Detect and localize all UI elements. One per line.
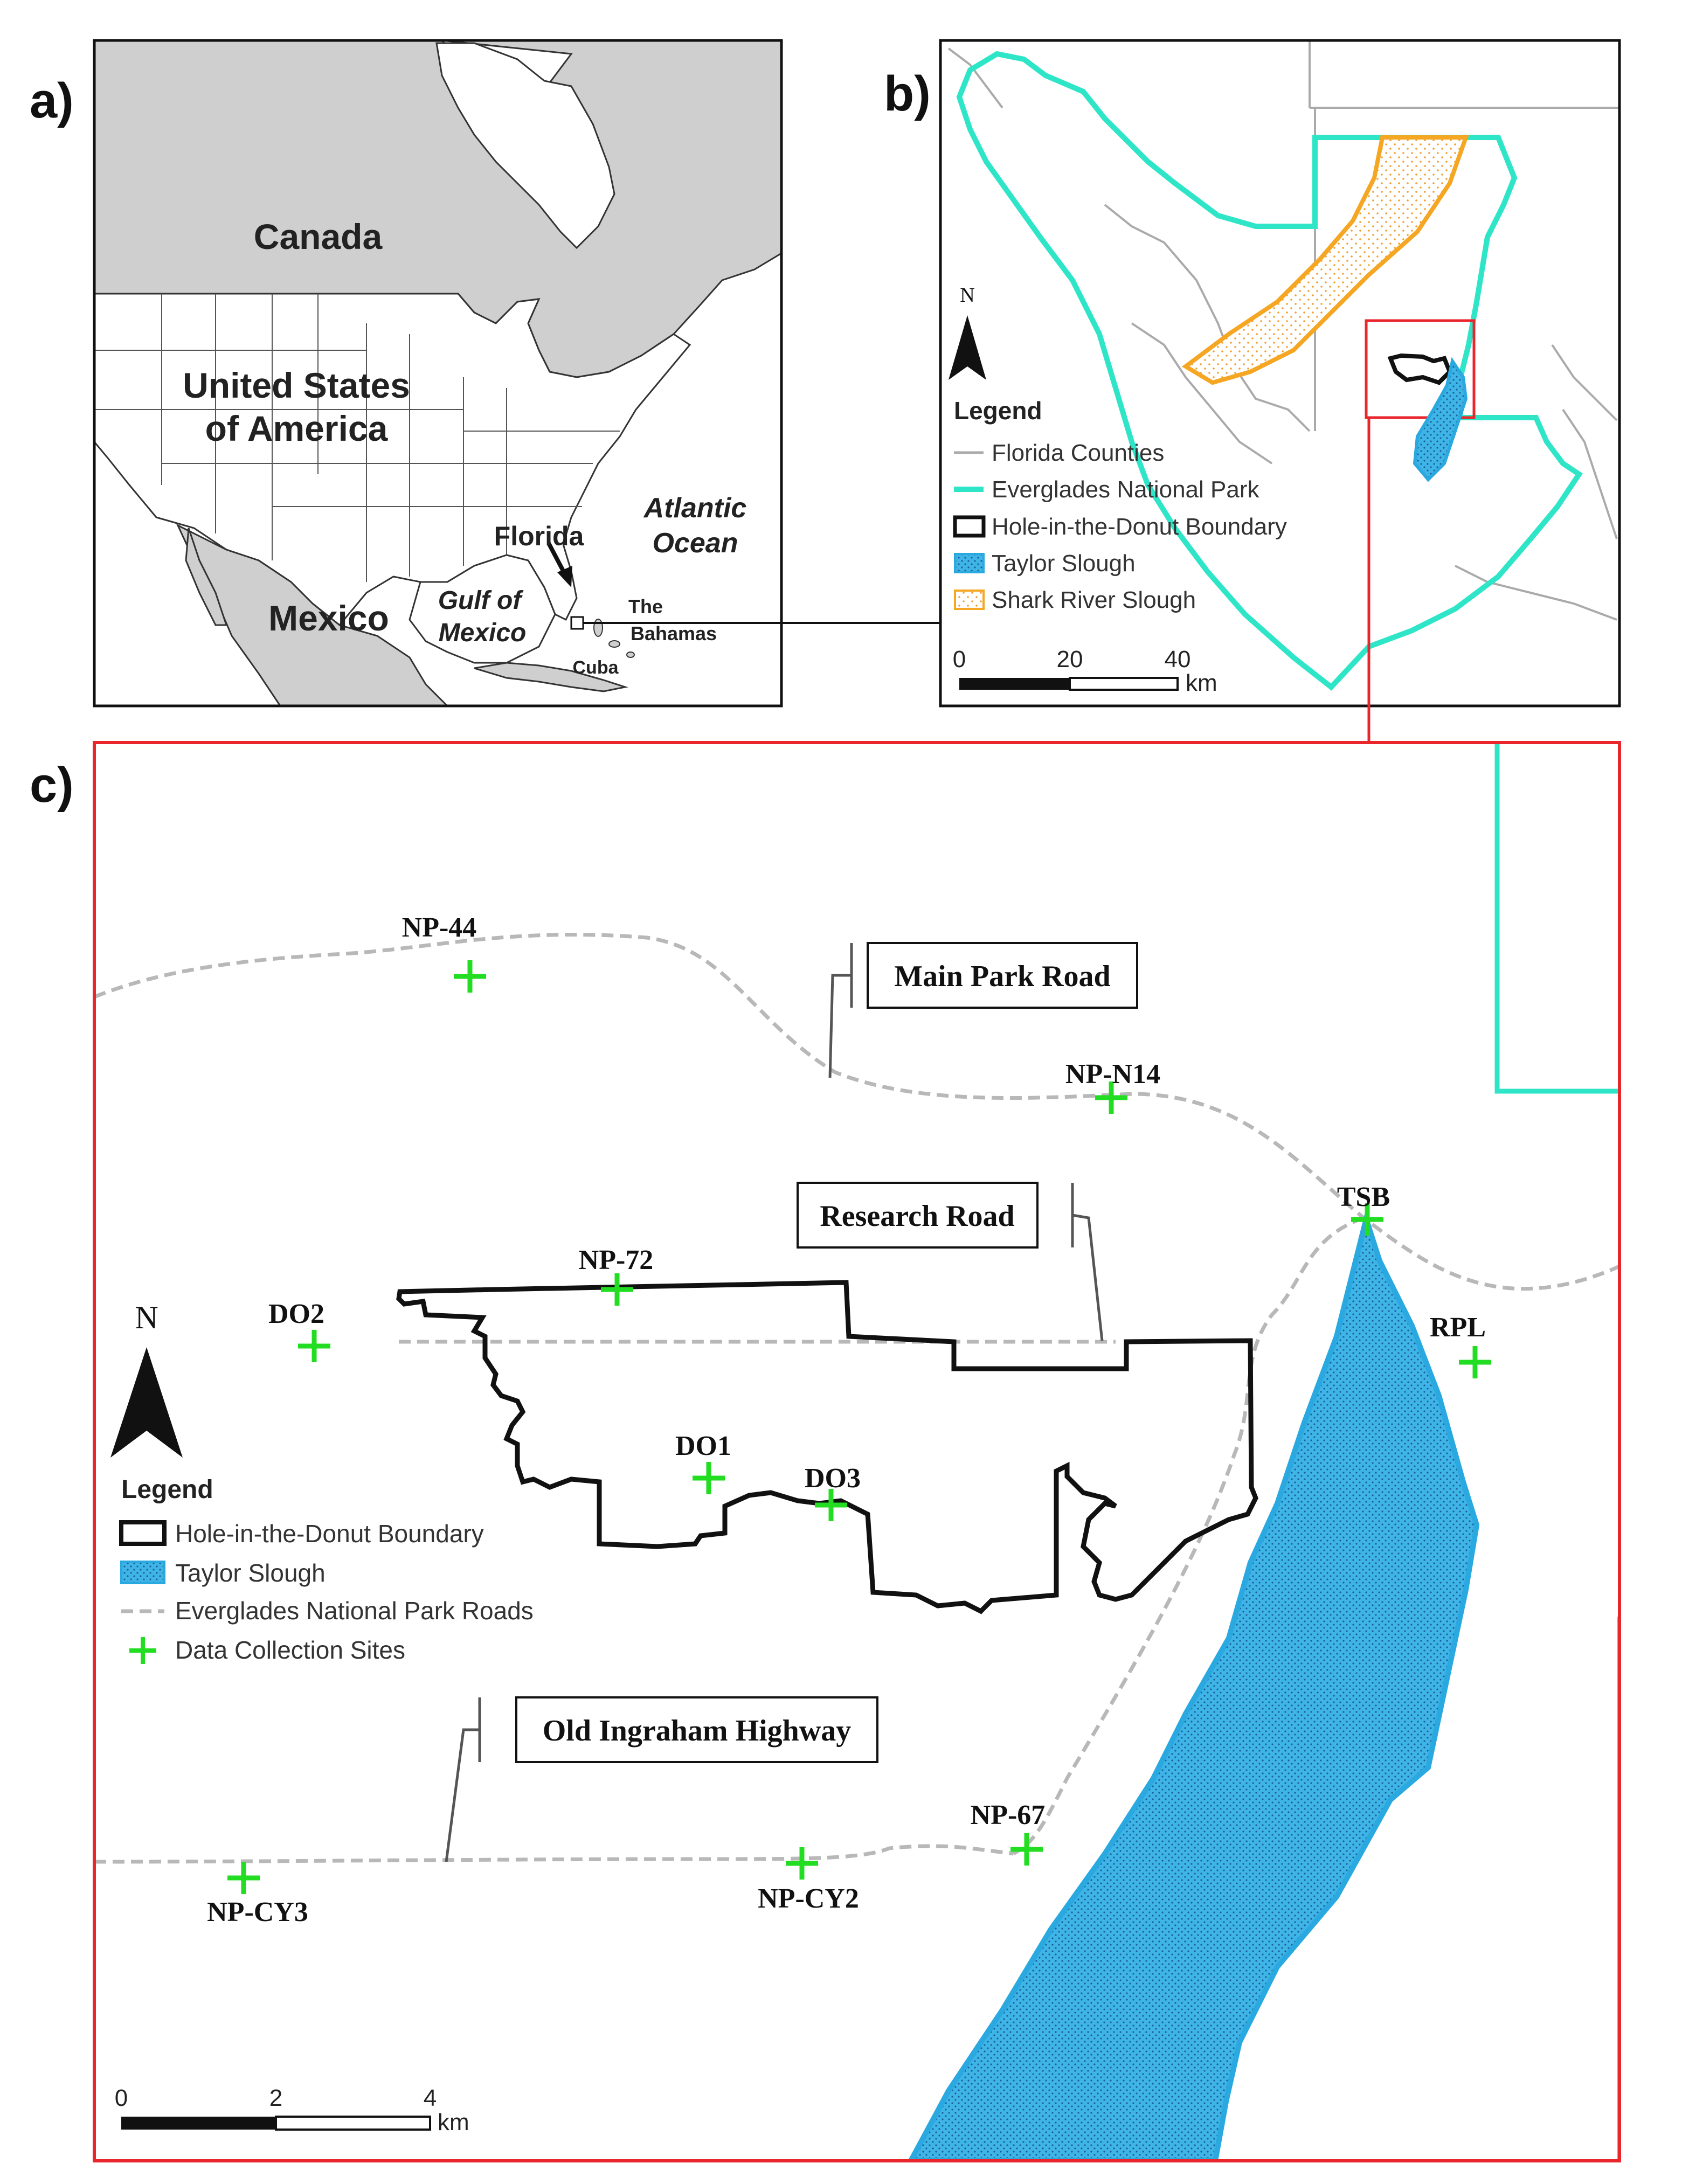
panel-a-map: a) xyxy=(30,39,783,708)
panel-c-scale-unit: km xyxy=(438,2109,469,2136)
label-gulf-line1: Gulf of xyxy=(438,586,524,615)
panel-b-scale-0: 0 xyxy=(953,646,966,672)
panel-c-label: c) xyxy=(30,758,74,813)
site-rpl-marker xyxy=(1459,1346,1491,1378)
site-do1-label: DO1 xyxy=(675,1431,731,1461)
label-cuba: Cuba xyxy=(573,657,619,678)
panel-b-legend-title: Legend xyxy=(954,397,1042,425)
site-tsb-label: TSB xyxy=(1337,1182,1390,1212)
site-do1-marker xyxy=(693,1462,725,1494)
panel-c-scale-0: 0 xyxy=(115,2085,128,2111)
label-florida: Florida xyxy=(494,521,585,551)
site-rpl-label: RPL xyxy=(1430,1312,1486,1343)
data-collection-sites xyxy=(227,960,1491,1894)
panel-b-legend-hitd: Hole-in-the-Donut Boundary xyxy=(992,514,1287,540)
site-npcy3-label: NP-CY3 xyxy=(207,1897,308,1928)
panel-b-scale-bar xyxy=(959,678,1070,690)
panel-b-label: b) xyxy=(884,66,931,121)
site-npcy2-label: NP-CY2 xyxy=(758,1883,859,1914)
panel-b-scale-40: 40 xyxy=(1165,646,1191,672)
panel-c-legend-roads: Everglades National Park Roads xyxy=(175,1597,534,1625)
panel-c-legend-title: Legend xyxy=(121,1475,213,1504)
panel-c-scale-bar xyxy=(121,2117,276,2130)
panel-c-north-arrow-icon xyxy=(110,1347,183,1458)
hole-in-the-donut-boundary xyxy=(396,1280,1258,1614)
panel-b-north-arrow-icon xyxy=(949,315,986,380)
research-road-label: Research Road xyxy=(820,1200,1014,1233)
panel-b-legend-taylor: Taylor Slough xyxy=(992,550,1136,577)
site-np44-label: NP-44 xyxy=(402,912,477,943)
site-do2-label: DO2 xyxy=(268,1299,324,1329)
taylor-slough-mini xyxy=(1413,357,1468,482)
panel-a-frame xyxy=(93,39,783,708)
panel-c-map: c) xyxy=(30,741,1621,2162)
label-bahamas-line1: The xyxy=(628,595,663,618)
site-np72-marker xyxy=(601,1273,633,1306)
old-ingraham-highway xyxy=(94,1844,1014,1864)
panel-c-inset-marker xyxy=(1365,319,1476,419)
old-ingraham-highway-label: Old Ingraham Highway xyxy=(543,1714,852,1748)
panel-c-park-boundary xyxy=(1494,744,1619,1094)
site-do2-marker xyxy=(298,1330,330,1362)
site-npcy2-marker xyxy=(786,1847,818,1880)
panel-c-scale-2: 2 xyxy=(269,2085,282,2111)
site-np44-marker xyxy=(454,960,486,993)
panel-c-north-letter: N xyxy=(135,1300,158,1335)
taylor-slough xyxy=(908,1209,1480,2161)
gulf-coast xyxy=(409,554,556,664)
label-bahamas-line2: Bahamas xyxy=(631,622,717,644)
label-mexico: Mexico xyxy=(268,598,389,638)
panel-c-legend-sites: Data Collection Sites xyxy=(175,1636,405,1664)
panel-b-north-letter: N xyxy=(960,284,974,307)
label-canada: Canada xyxy=(254,217,383,256)
site-np67-label: NP-67 xyxy=(971,1800,1046,1831)
site-np72-label: NP-72 xyxy=(579,1245,654,1275)
label-usa-line2: of America xyxy=(205,408,389,448)
label-atlantic-line2: Ocean xyxy=(653,528,738,559)
florida-arrow xyxy=(546,542,567,575)
label-gulf-line2: Mexico xyxy=(439,619,527,647)
site-npcy3-marker xyxy=(227,1862,260,1894)
state-borders xyxy=(94,294,620,582)
panel-b-frame xyxy=(939,39,1621,708)
main-park-road-label: Main Park Road xyxy=(894,960,1110,993)
panel-c-legend-hitd: Hole-in-the-Donut Boundary xyxy=(175,1520,484,1548)
main-park-road-label-box xyxy=(867,942,1138,1009)
panel-c-legend-taylor: Taylor Slough xyxy=(175,1559,326,1587)
panel-b-scale-20: 20 xyxy=(1057,646,1083,672)
panel-c-frame xyxy=(93,741,1621,2162)
site-npn14-marker xyxy=(1095,1081,1127,1114)
bahamas-islands xyxy=(593,619,635,658)
shark-river-slough xyxy=(1181,135,1469,385)
site-do3-label: DO3 xyxy=(805,1463,861,1494)
panel-a-label: a) xyxy=(30,73,74,128)
baja-california xyxy=(185,528,228,626)
research-road-label-box xyxy=(797,1182,1039,1249)
old-ingraham-highway-label-box xyxy=(515,1696,878,1763)
panel-b-scale-unit: km xyxy=(1186,670,1217,696)
cuba-island xyxy=(474,662,628,692)
everglades-park-boundary xyxy=(956,51,1583,691)
label-atlantic-line1: Atlantic xyxy=(643,493,747,524)
site-np67-marker xyxy=(1010,1833,1043,1866)
site-npn14-label: NP-N14 xyxy=(1065,1059,1160,1090)
panel-b-legend-shark: Shark River Slough xyxy=(992,587,1196,613)
panel-b-legend-counties: Florida Counties xyxy=(992,440,1164,466)
panel-b-legend-park: Everglades National Park xyxy=(992,476,1259,503)
hudson-bay xyxy=(435,42,615,249)
site-tsb-marker xyxy=(1351,1203,1383,1236)
road-label-leaders xyxy=(445,943,1104,1862)
panel-b-map: b) xyxy=(884,39,1621,708)
panel-c-scale-4: 4 xyxy=(424,2085,437,2111)
site-do3-marker xyxy=(815,1489,847,1521)
label-usa-line1: United States xyxy=(183,365,410,405)
